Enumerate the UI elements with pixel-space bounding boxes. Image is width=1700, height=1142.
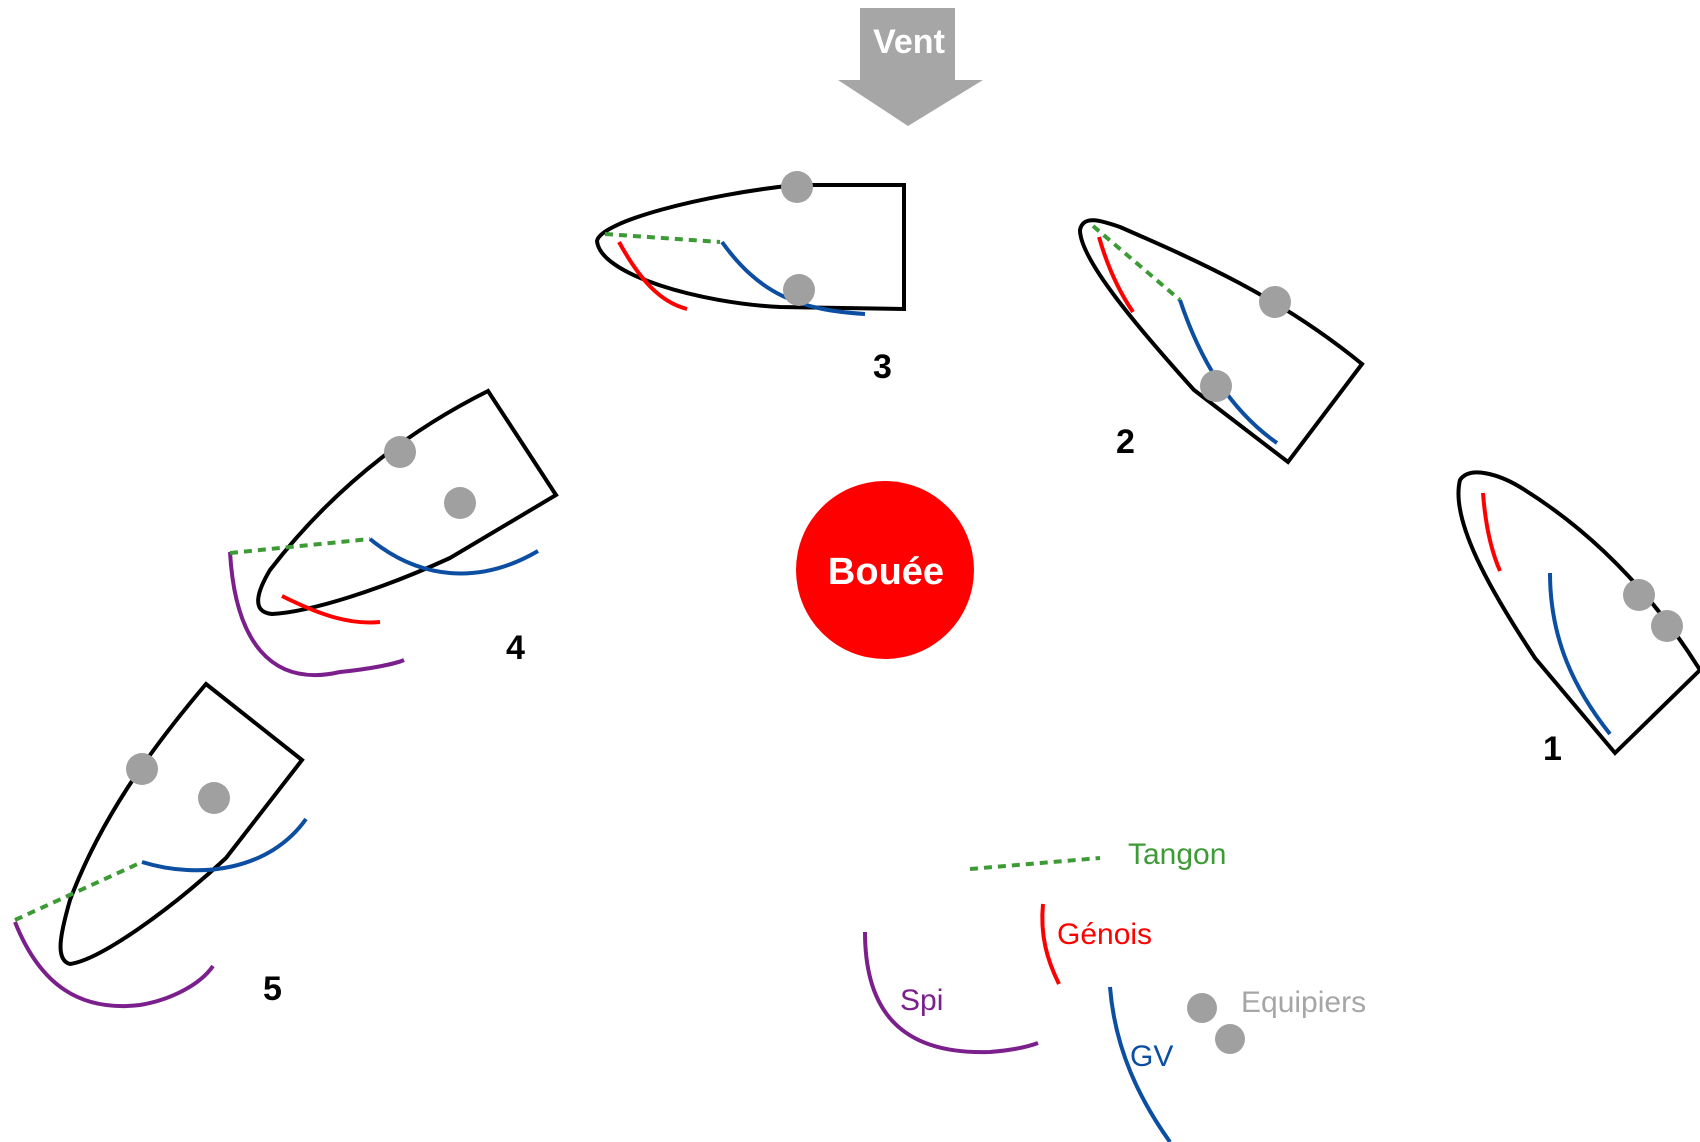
boat-1: 1 <box>1456 470 1700 768</box>
buoy-label: Bouée <box>828 551 944 593</box>
tangon <box>14 860 143 922</box>
legend-spi-label: Spi <box>900 984 943 1017</box>
crew <box>1651 610 1683 642</box>
buoy-circle <box>796 481 974 659</box>
boat-number: 2 <box>1116 423 1135 461</box>
legend-genois-line <box>1040 903 1061 985</box>
boat-2: 2 <box>1077 218 1365 465</box>
boat-number: 1 <box>1543 730 1562 768</box>
legend-spi-line <box>863 931 1039 1055</box>
legend-crew-dot <box>1215 1024 1245 1054</box>
legend-tangon-line <box>969 856 1101 871</box>
genois <box>1097 236 1135 314</box>
tangon <box>604 232 721 244</box>
gv <box>368 537 540 576</box>
crew <box>198 782 230 814</box>
wind-arrow: Vent <box>838 8 983 126</box>
hull <box>594 183 906 312</box>
genois <box>281 594 381 625</box>
gv <box>720 240 866 316</box>
crew <box>384 436 416 468</box>
crew <box>126 753 158 785</box>
legend-gv-label: GV <box>1130 1040 1173 1073</box>
legend-gv-line <box>1108 986 1172 1142</box>
boat-number: 3 <box>873 348 892 386</box>
gv <box>141 817 308 873</box>
legend-genois-label: Génois <box>1057 918 1152 951</box>
buoy: Bouée <box>796 481 974 659</box>
crew <box>783 274 815 306</box>
boat-number: 4 <box>506 629 525 667</box>
genois <box>1481 492 1502 572</box>
boat-3: 3 <box>594 171 906 386</box>
boat-4: 4 <box>228 388 559 678</box>
wind-label: Vent <box>873 23 945 61</box>
boat-number: 5 <box>263 970 282 1008</box>
hull <box>1456 470 1700 756</box>
hull <box>256 388 559 617</box>
tangon <box>229 537 371 555</box>
gv <box>1178 299 1279 445</box>
legend-crew-dot <box>1187 993 1217 1023</box>
spi <box>13 921 215 1008</box>
crew <box>1259 286 1291 318</box>
crew <box>781 171 813 203</box>
gv <box>1548 572 1612 736</box>
hull <box>58 681 305 967</box>
boat-5: 5 <box>13 681 308 1008</box>
legend: Tangon Génois Spi GV Equipiers <box>863 838 1366 1142</box>
genois <box>617 241 688 311</box>
crew <box>1623 579 1655 611</box>
spi <box>228 551 405 678</box>
crew <box>444 487 476 519</box>
legend-tangon-label: Tangon <box>1128 838 1226 871</box>
crew <box>1200 370 1232 402</box>
wind-arrow-shape <box>838 8 983 126</box>
legend-equipiers-label: Equipiers <box>1241 986 1366 1019</box>
tangon <box>1091 224 1182 302</box>
